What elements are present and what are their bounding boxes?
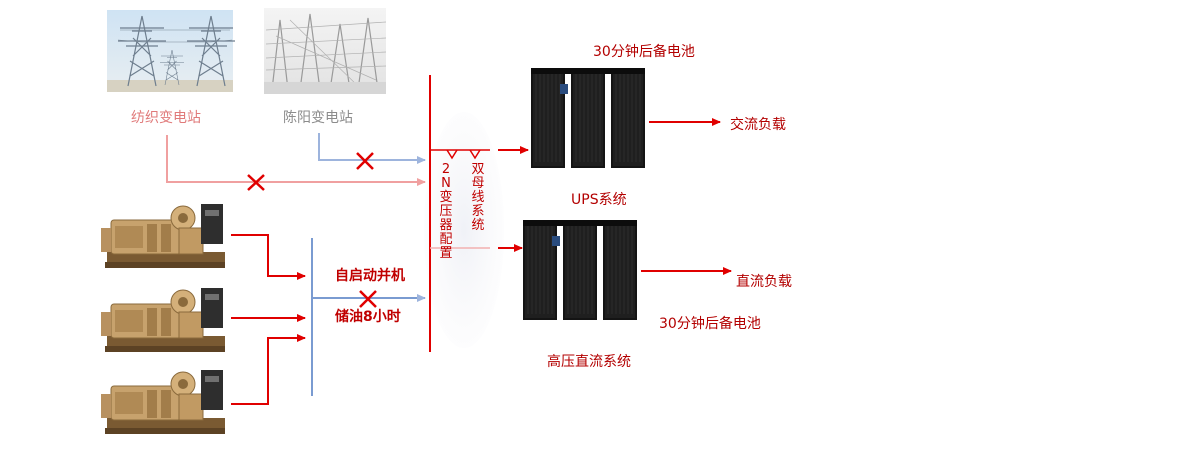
substation-photo-1	[107, 10, 236, 92]
generator-2	[100, 287, 226, 353]
gen-1-feed	[231, 234, 306, 280]
hvdc-battery-label: 30分钟后备电池	[659, 316, 761, 332]
feed-line-substation-2	[318, 133, 426, 164]
ac-load-label: 交流负载	[730, 117, 786, 133]
gen-3-feed	[231, 334, 306, 405]
bus-label-double-busbar: 双母线系统	[471, 162, 485, 233]
bus-glow	[424, 112, 504, 348]
generator-fuel-label: 储油8小时	[335, 309, 401, 325]
hvdc-system-label: 高压直流系统	[547, 354, 631, 370]
dc-load-label: 直流负载	[736, 274, 792, 290]
bus-label-transformer: 2N变压器配置	[439, 162, 453, 261]
substation-2-label: 陈阳变电站	[283, 110, 353, 126]
ups-system-label: UPS系统	[571, 192, 627, 208]
bus-chevron-icon	[446, 149, 481, 160]
generator-1	[100, 203, 226, 269]
generator-auto-start-label: 自启动并机	[335, 268, 405, 284]
feed-line-substation-1	[166, 135, 426, 186]
cross-mark-feed-2	[356, 152, 374, 170]
cross-mark-generator	[359, 290, 377, 308]
cross-mark-feed-1	[247, 174, 265, 191]
ups-cabinets	[530, 67, 646, 169]
substation-1-label: 纺织变电站	[131, 110, 201, 126]
hvdc-cabinets	[522, 219, 638, 321]
ups-battery-label: 30分钟后备电池	[593, 44, 695, 60]
generator-3	[100, 369, 226, 435]
substation-photo-2	[264, 8, 387, 94]
